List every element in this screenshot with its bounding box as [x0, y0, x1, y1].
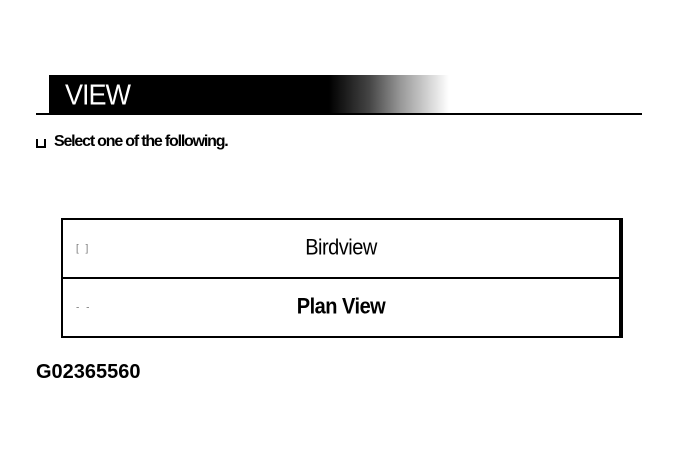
header-divider — [36, 113, 642, 115]
header-bar: VIEW — [49, 75, 449, 114]
view-options-list: [ ] Birdview - - Plan View — [61, 218, 623, 338]
instruction-text: Select one of the following. — [54, 133, 229, 150]
option-marker-icon: - - — [76, 302, 92, 313]
checkbox-bullet-icon — [36, 138, 46, 148]
page-title: VIEW — [65, 79, 131, 111]
option-marker-icon: [ ] — [76, 243, 91, 254]
option-label: Plan View — [296, 294, 386, 320]
option-birdview-button[interactable]: [ ] Birdview — [63, 220, 619, 277]
option-label: Birdview — [305, 235, 377, 261]
option-plan-view-button[interactable]: - - Plan View — [63, 277, 619, 336]
instruction: Select one of the following. — [36, 133, 229, 151]
figure-id-label: G02365560 — [36, 361, 141, 383]
